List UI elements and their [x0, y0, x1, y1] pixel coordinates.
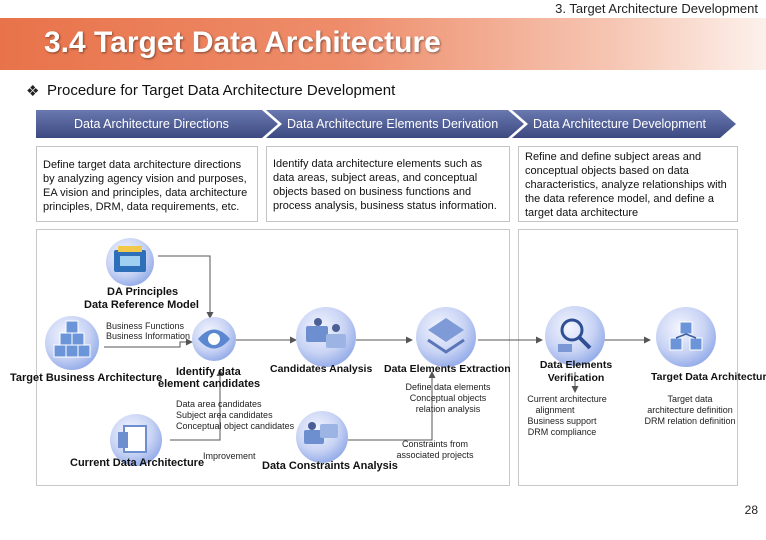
connector-principles	[158, 255, 214, 319]
label-target-business-architecture: Target Business Architecture	[10, 372, 163, 384]
label-element-candidates: element candidates	[158, 378, 261, 390]
label-data-elements-extraction: Data Elements Extraction	[384, 363, 511, 375]
label-data-area-candidates: Data area candidates	[176, 399, 262, 409]
label-define-data-elements: Define data elements	[405, 382, 491, 392]
business-architecture-icon	[45, 316, 99, 370]
page-number: 28	[744, 503, 758, 517]
label-relation-analysis: relation analysis	[415, 404, 481, 414]
label-current-data-architecture: Current Data Architecture	[70, 457, 205, 469]
label-architecture-definition: architecture definition	[647, 405, 733, 415]
title-banner	[0, 18, 766, 70]
da-principles-icon	[106, 238, 154, 286]
phase-arrow-band	[36, 110, 736, 138]
label-alignment: alignment	[535, 405, 575, 415]
connector-constraints-to-extraction	[348, 371, 436, 441]
candidates-analysis-icon	[296, 307, 356, 367]
label-business-support: Business support	[527, 416, 597, 426]
label-constraints-from: Constraints from	[401, 439, 469, 449]
phase-label-development: Data Architecture Development	[533, 117, 707, 131]
label-current-architecture: Current architecture	[527, 394, 607, 404]
label-target-data-architecture: Target Data Architecture	[651, 371, 766, 383]
label-associated-projects: associated projects	[396, 450, 474, 460]
label-data-constraints-analysis: Data Constraints Analysis	[262, 460, 398, 472]
label-da-principles: DA Principles	[107, 286, 179, 298]
label-conceptual-objects: Conceptual objects	[409, 393, 487, 403]
label-subject-area-candidates: Subject area candidates	[176, 410, 273, 420]
phase-arrow-3	[512, 110, 736, 138]
phase-arrow-1	[36, 110, 278, 138]
slide-title: 3.4 Target Data Architecture	[44, 26, 441, 59]
connector-current-to-identify	[170, 369, 224, 441]
label-target-data: Target data	[667, 394, 713, 404]
label-candidates-analysis: Candidates Analysis	[270, 363, 373, 375]
label-data-reference-model: Data Reference Model	[84, 299, 199, 311]
label-identify-data: Identify data	[176, 366, 241, 378]
label-business-information: Business Information	[106, 331, 191, 341]
bullet-text: Procedure for Target Data Architecture D…	[47, 82, 396, 99]
phase-label-directions: Data Architecture Directions	[74, 117, 229, 131]
phase-description-directions: Define target data architecture directio…	[36, 146, 258, 222]
label-data-elements: Data Elements	[539, 359, 613, 371]
label-drm-compliance: DRM compliance	[527, 427, 597, 437]
label-improvement: Improvement	[203, 451, 256, 461]
diamond-bullet-icon: ❖	[26, 83, 40, 100]
section-header: 3. Target Architecture Development	[555, 1, 758, 16]
data-constraints-analysis-icon	[296, 411, 348, 463]
current-data-architecture-icon	[110, 414, 162, 466]
connector-business-to-identify	[104, 338, 193, 348]
verification-icon	[545, 306, 605, 366]
data-elements-extraction-icon	[416, 307, 476, 367]
phase-arrow-2	[266, 110, 524, 138]
phase-description-development: Refine and define subject areas and conc…	[518, 146, 738, 222]
identify-data-icon	[192, 317, 236, 361]
label-drm-relation-definition: DRM relation definition	[644, 416, 736, 426]
label-conceptual-object-candidates: Conceptual object candidates	[176, 421, 295, 431]
phase-label-derivation: Data Architecture Elements Derivation	[287, 117, 499, 131]
phase-description-derivation: Identify data architecture elements such…	[266, 146, 510, 222]
label-verification: Verification	[547, 372, 605, 384]
label-business-functions: Business Functions	[106, 321, 185, 331]
target-data-architecture-icon	[656, 307, 716, 367]
